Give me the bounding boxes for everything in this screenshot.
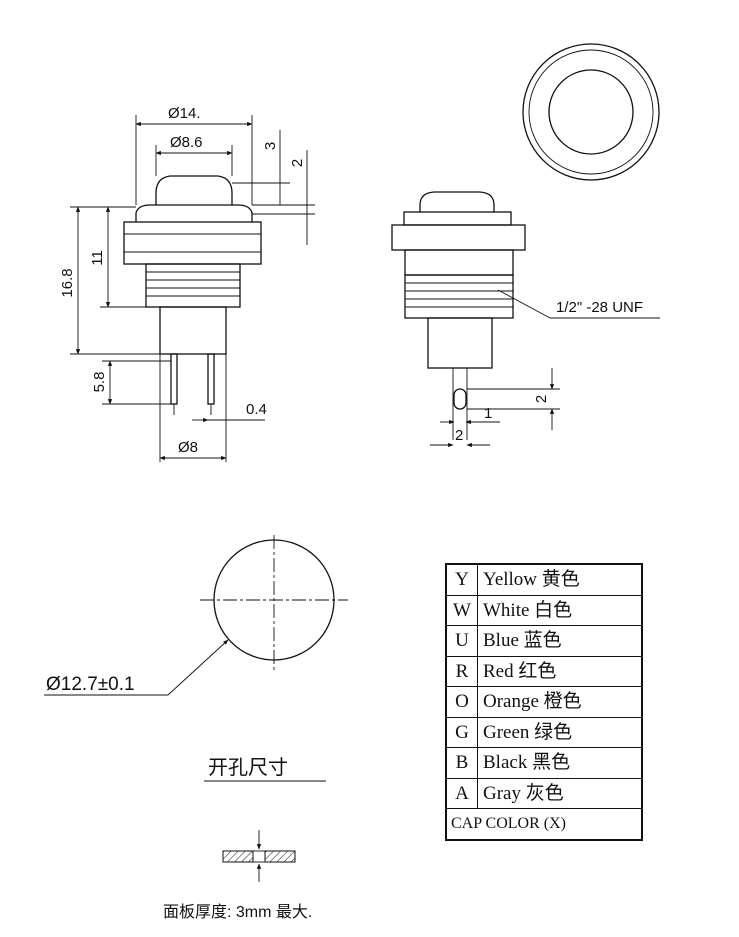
- color-name: Gray 灰色: [477, 777, 643, 809]
- panel-thickness-note: 面板厚度: 3mm 最大.: [163, 903, 312, 921]
- color-code: G: [445, 716, 478, 748]
- dim-panel-hole: Ø12.7±0.1: [46, 674, 135, 695]
- color-name: Black 黑色: [477, 747, 643, 779]
- color-name: Green 绿色: [477, 716, 643, 748]
- color-code: W: [445, 594, 478, 626]
- dim-terminal-width: 1: [484, 405, 492, 422]
- panel-hole: Ø12.7±0.1 开孔尺寸: [44, 535, 348, 782]
- side-view: 1/2" -28 UNF 2 1 2: [391, 191, 660, 448]
- panel-thickness: 面板厚度: 3mm 最大.: [163, 830, 312, 921]
- color-name: Red 红色: [477, 655, 643, 687]
- color-code: A: [445, 777, 478, 809]
- cap-color-table: Y Yellow 黄色 W White 白色 U Blue 蓝色 R Red 红…: [445, 563, 643, 841]
- dim-cap-height: 3: [262, 142, 279, 150]
- color-code: R: [445, 655, 478, 687]
- dim-terminal-slot-height: 2: [533, 395, 550, 403]
- dim-thread: 1/2" -28 UNF: [556, 299, 643, 316]
- color-name: Yellow 黄色: [477, 563, 643, 596]
- table-row: R Red 红色: [445, 655, 643, 687]
- dim-body-height: 11: [89, 250, 106, 266]
- table-row: W White 白色: [445, 594, 643, 626]
- table-row: B Black 黑色: [445, 747, 643, 779]
- dim-terminal-spacing: 2: [455, 427, 463, 444]
- dim-cap-inner: Ø8.6: [170, 134, 203, 151]
- table-row: U Blue 蓝色: [445, 625, 643, 657]
- top-view: [522, 43, 660, 181]
- dim-total-height: 16.8: [59, 268, 76, 297]
- dim-cap-outer: Ø14.: [168, 105, 201, 122]
- color-code: Y: [445, 563, 478, 596]
- panel-hole-caption: 开孔尺寸: [208, 756, 288, 779]
- color-name: Blue 蓝色: [477, 625, 643, 657]
- table-row: O Orange 橙色: [445, 686, 643, 718]
- table-footer-row: CAP COLOR (X): [445, 808, 643, 840]
- dim-terminal-length: 5.8: [91, 372, 108, 393]
- color-name: White 白色: [477, 594, 643, 626]
- dim-terminal-thickness: 0.4: [246, 401, 267, 418]
- color-code: U: [445, 625, 478, 657]
- color-code: B: [445, 747, 478, 779]
- cap-color-footer: CAP COLOR (X): [445, 808, 643, 840]
- table-row: A Gray 灰色: [445, 777, 643, 809]
- front-view: Ø14. Ø8.6 3 2 16.8 11 5.8 0.4: [59, 105, 315, 462]
- table-row: G Green 绿色: [445, 716, 643, 748]
- dim-base-diameter: Ø8: [178, 439, 198, 456]
- dim-cap-step: 2: [289, 159, 306, 167]
- color-code: O: [445, 686, 478, 718]
- table-row: Y Yellow 黄色: [445, 563, 643, 596]
- color-name: Orange 橙色: [477, 686, 643, 718]
